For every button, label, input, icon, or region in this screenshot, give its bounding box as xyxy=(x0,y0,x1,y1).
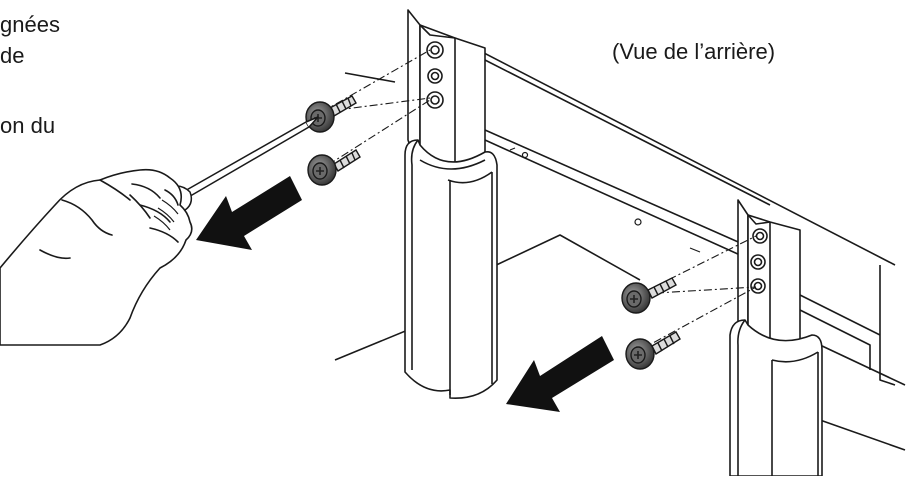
instruction-text-line: gnées xyxy=(0,12,60,37)
back-panel xyxy=(334,37,906,451)
screw-icon xyxy=(625,331,681,370)
alignment-lines xyxy=(321,49,757,351)
arrow-icon xyxy=(196,176,302,250)
view-label: (Vue de l’arrière) xyxy=(612,39,776,64)
instruction-text-line: on du xyxy=(0,113,56,138)
screw-icon xyxy=(621,277,677,314)
handle-grip xyxy=(153,199,179,231)
instruction-text-line: de xyxy=(0,43,25,68)
arrow-icon xyxy=(506,336,614,412)
left-leg-cover xyxy=(404,139,498,399)
panel-details xyxy=(509,147,701,253)
right-leg-cover xyxy=(729,319,823,477)
screw-icon xyxy=(305,95,357,133)
screw-icon xyxy=(307,149,361,186)
hand-icon xyxy=(0,168,193,346)
